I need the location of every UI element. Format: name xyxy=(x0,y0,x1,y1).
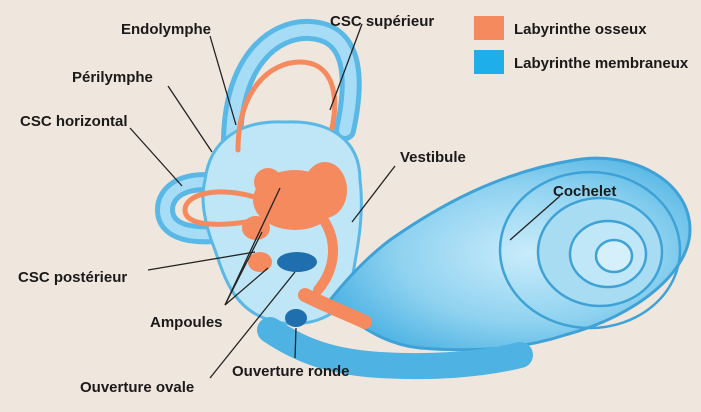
label-csc-horizontal: CSC horizontal xyxy=(20,114,128,129)
legend-label-membranous: Labyrinthe membraneux xyxy=(514,56,688,71)
legend-label-bony: Labyrinthe osseux xyxy=(514,22,647,37)
label-cochelet: Cochelet xyxy=(553,184,616,199)
label-ouverture-ovale: Ouverture ovale xyxy=(80,380,194,395)
label-vestibule: Vestibule xyxy=(400,150,466,165)
legend-swatch-membranous xyxy=(474,50,504,74)
label-perilymphe: Périlymphe xyxy=(72,70,153,85)
label-csc-superieur: CSC supérieur xyxy=(330,14,434,29)
label-ampoules: Ampoules xyxy=(150,315,223,330)
label-ouverture-ronde: Ouverture ronde xyxy=(232,364,350,379)
label-csc-posterieur: CSC postérieur xyxy=(18,270,127,285)
label-endolymphe: Endolymphe xyxy=(121,22,211,37)
legend-swatch-bony xyxy=(474,16,504,40)
